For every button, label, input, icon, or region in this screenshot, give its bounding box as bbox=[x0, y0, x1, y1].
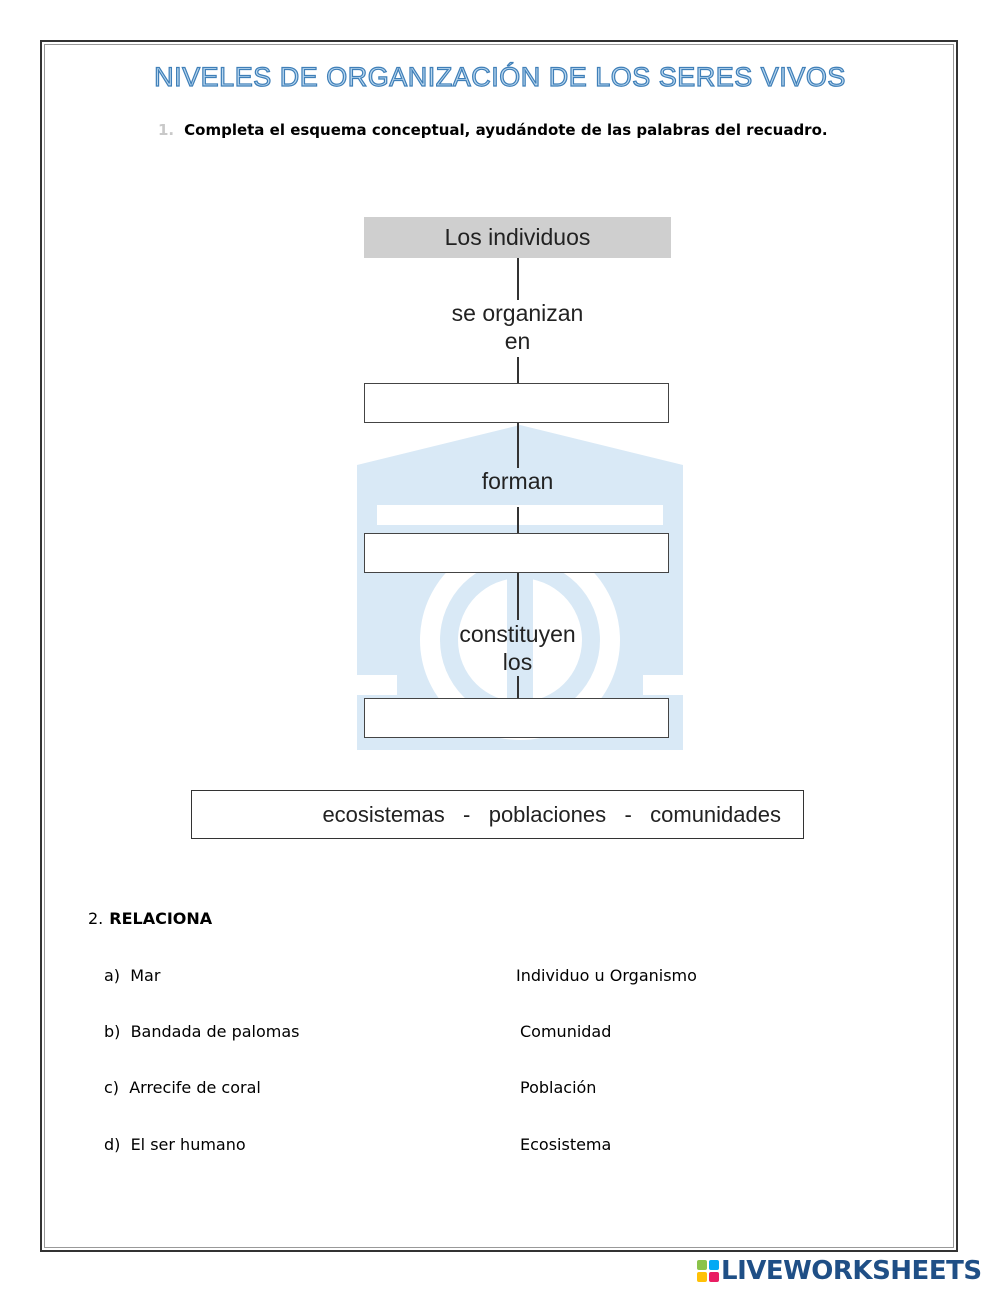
top-concept-node: Los individuos bbox=[364, 217, 671, 258]
match-left-d[interactable]: d) El ser humano bbox=[104, 1135, 246, 1154]
link-label-1-line-2: en bbox=[504, 328, 531, 354]
brand-wordmark: LIVEWORKSHEETS bbox=[721, 1256, 982, 1286]
match-right-2[interactable]: Comunidad bbox=[520, 1022, 612, 1041]
word-bank-text: ecosistemas - poblaciones - comunidades bbox=[322, 801, 781, 827]
exercise-2-number: 2. bbox=[88, 909, 104, 928]
connector-line-2a bbox=[517, 423, 519, 468]
match-right-4[interactable]: Ecosistema bbox=[520, 1135, 612, 1154]
link-label-3-line-1: constituyen bbox=[459, 621, 576, 647]
blank-node-1[interactable] bbox=[364, 383, 669, 423]
match-left-a[interactable]: a) Mar bbox=[104, 966, 161, 985]
connector-line-2b bbox=[517, 507, 519, 533]
connector-line-3a bbox=[517, 573, 519, 620]
match-left-b[interactable]: b) Bandada de palomas bbox=[104, 1022, 300, 1041]
connector-line-1b bbox=[517, 357, 519, 383]
watermark-emblem bbox=[357, 425, 683, 750]
page-title: NIVELES DE ORGANIZACIÓN DE LOS SERES VIV… bbox=[154, 61, 846, 92]
blank-node-3[interactable] bbox=[364, 698, 669, 738]
link-label-2: forman bbox=[364, 467, 671, 495]
exercise-2-heading: 2. RELACIONA bbox=[88, 909, 212, 928]
link-label-3: constituyen los bbox=[364, 620, 671, 676]
word-bank-box: ecosistemas - poblaciones - comunidades bbox=[191, 790, 804, 839]
connector-line-1a bbox=[517, 258, 519, 300]
link-label-1: se organizan en bbox=[364, 299, 671, 355]
exercise-1-number: 1. bbox=[158, 121, 175, 139]
exercise-1-text: Completa el esquema conceptual, ayudándo… bbox=[184, 121, 828, 139]
match-right-3[interactable]: Población bbox=[520, 1078, 597, 1097]
match-right-1[interactable]: Individuo u Organismo bbox=[516, 966, 697, 985]
link-label-2-line-1: forman bbox=[481, 468, 554, 494]
brand-squares-icon bbox=[697, 1260, 719, 1282]
worksheet-frame bbox=[40, 40, 958, 1252]
match-left-c[interactable]: c) Arrecife de coral bbox=[104, 1078, 261, 1097]
link-label-1-line-1: se organizan bbox=[451, 300, 584, 326]
exercise-1-instruction: 1. Completa el esquema conceptual, ayudán… bbox=[158, 121, 828, 139]
link-label-3-line-2: los bbox=[502, 649, 533, 675]
exercise-2-title: RELACIONA bbox=[109, 909, 213, 928]
connector-line-3b bbox=[517, 676, 519, 698]
blank-node-2[interactable] bbox=[364, 533, 669, 573]
liveworksheets-logo: LIVEWORKSHEETS bbox=[697, 1256, 982, 1286]
